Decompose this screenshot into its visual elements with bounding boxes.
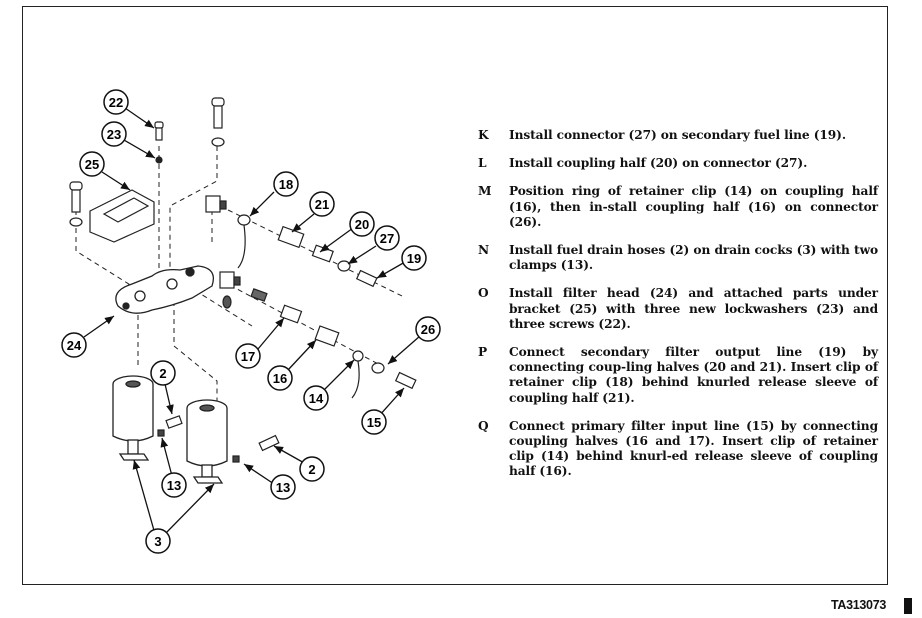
assembly-lines: [75, 146, 403, 401]
figure-frame: [22, 6, 888, 585]
callout-2-left: 2: [150, 360, 176, 386]
callout-2-right: 2: [299, 456, 325, 482]
step-l: L Install coupling half (20) on connecto…: [478, 156, 878, 171]
screw-part: [211, 97, 225, 147]
step-text: Install fuel drain hoses (2) on drain co…: [509, 243, 878, 273]
callout-24: 24: [61, 332, 87, 358]
callout-18: 18: [273, 171, 299, 197]
step-letter: K: [478, 128, 489, 142]
step-m: M Position ring of retainer clip (14) on…: [478, 184, 878, 230]
leader-lines: [83, 107, 421, 535]
callout-27: 27: [374, 225, 400, 251]
fuel-filter-left: [112, 375, 154, 461]
step-p: P Connect secondary filter output line (…: [478, 345, 878, 406]
secondary-line-parts: [237, 214, 378, 288]
svg-text:21: 21: [315, 197, 329, 212]
bracket-25-part: [89, 189, 155, 243]
callout-16: 16: [267, 365, 293, 391]
svg-text:13: 13: [167, 478, 181, 493]
fuel-filter-right: [186, 399, 228, 484]
step-letter: L: [478, 156, 487, 171]
step-text: Install connector (27) on secondary fuel…: [509, 128, 846, 142]
svg-text:2: 2: [159, 366, 166, 381]
callout-20: 20: [349, 211, 375, 237]
svg-text:20: 20: [355, 217, 369, 232]
svg-text:14: 14: [309, 391, 324, 406]
svg-text:24: 24: [67, 338, 82, 353]
step-k: K Install connector (27) on secondary fu…: [478, 128, 878, 143]
callout-3: 3: [145, 528, 171, 554]
exploded-parts-drawing: 22 23 25 18 21 20 27 19 24 17 16 14 26 1…: [61, 89, 441, 554]
step-letter: Q: [478, 418, 489, 433]
elbow-fitting: [205, 195, 241, 309]
step-text: Position ring of retainer clip (14) on c…: [509, 184, 878, 229]
step-letter: N: [478, 243, 490, 258]
svg-text:3: 3: [154, 534, 161, 549]
screw-part: [69, 181, 83, 227]
change-bar-marker: [904, 598, 912, 614]
callout-23: 23: [101, 121, 127, 147]
step-letter: O: [478, 286, 489, 301]
step-letter: P: [478, 345, 488, 360]
callout-19: 19: [401, 245, 427, 271]
callout-14: 14: [303, 385, 329, 411]
step-text: Connect secondary filter output line (19…: [509, 345, 878, 405]
svg-text:16: 16: [273, 371, 287, 386]
callout-13-right: 13: [270, 474, 296, 500]
callout-22: 22: [103, 89, 129, 115]
screw-22-part: [154, 121, 164, 164]
svg-text:25: 25: [85, 157, 99, 172]
callout-17: 17: [235, 343, 261, 369]
svg-text:13: 13: [276, 480, 290, 495]
step-text: Connect primary filter input line (15) b…: [509, 418, 878, 479]
primary-line-parts: [250, 288, 417, 399]
step-n: N Install fuel drain hoses (2) on drain …: [478, 243, 878, 273]
svg-text:17: 17: [241, 349, 255, 364]
filter-head-24-part: [115, 265, 215, 314]
callout-15: 15: [361, 409, 387, 435]
svg-text:26: 26: [421, 322, 435, 337]
svg-text:23: 23: [107, 127, 121, 142]
callout-21: 21: [309, 191, 335, 217]
svg-text:18: 18: [279, 177, 293, 192]
callout-13-left: 13: [161, 472, 187, 498]
callout-26: 26: [415, 316, 441, 342]
svg-text:22: 22: [109, 95, 123, 110]
step-text: Install filter head (24) and attached pa…: [509, 286, 878, 331]
procedure-steps: K Install connector (27) on secondary fu…: [478, 128, 878, 493]
svg-text:15: 15: [367, 415, 381, 430]
drain-hoses-and-clamps: [157, 415, 280, 463]
step-q: Q Connect primary filter input line (15)…: [478, 419, 878, 480]
svg-text:2: 2: [308, 462, 315, 477]
svg-text:27: 27: [380, 231, 394, 246]
step-letter: M: [478, 184, 492, 199]
callout-25: 25: [79, 151, 105, 177]
step-text: Install coupling half (20) on connector …: [509, 156, 808, 171]
figure-id: TA313073: [830, 598, 886, 612]
step-o: O Install filter head (24) and attached …: [478, 286, 878, 332]
svg-text:19: 19: [407, 251, 421, 266]
